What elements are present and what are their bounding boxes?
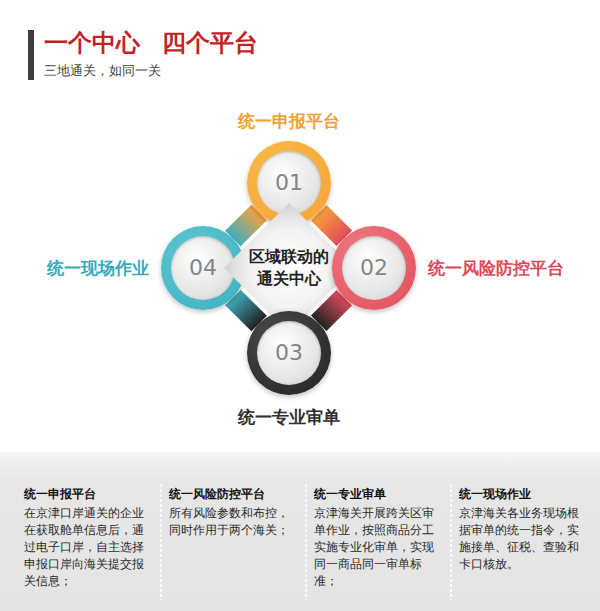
platform-heading: 统一风险防控平台 — [428, 258, 564, 278]
ribbon-connector — [233, 298, 259, 324]
column-body: 所有风险参数和布控，同时作用于两个海关； — [169, 505, 295, 539]
info-column: 统一现场作业京津海关各业务现场根据审单的统一指令，实施接单、征税、查验和卡口核放… — [459, 486, 585, 573]
ribbon-connector — [233, 213, 259, 239]
column-body: 京津海关开展跨关区审单作业，按照商品分工实施专业化审单，实现同一商品同一审单标准… — [314, 505, 440, 590]
column-body: 在京津口岸通关的企业在获取舱单信息后，通过电子口岸，自主选择申报口岸向海关提交报… — [24, 505, 150, 590]
platform-heading: 统一申报平台 — [238, 111, 340, 131]
callout-number: 03 — [275, 342, 303, 364]
platform-circle: 统一风险防控平台02 — [332, 226, 416, 310]
column-body: 京津海关各业务现场根据审单的统一指令，实施接单、征税、查验和卡口核放。 — [459, 505, 585, 573]
column-heading: 统一现场作业 — [459, 486, 585, 503]
title: 一个中心 四个平台 — [44, 29, 258, 58]
title-bar — [28, 30, 34, 80]
column-heading: 统一专业审单 — [314, 486, 440, 503]
info-column: 统一专业审单京津海关开展跨关区审单作业，按照商品分工实施专业化审单，实现同一商品… — [314, 486, 440, 590]
column-heading: 统一风险防控平台 — [169, 486, 295, 503]
ribbon-connector — [319, 213, 345, 239]
info-column: 统一风险防控平台所有风险参数和布控，同时作用于两个海关； — [169, 486, 295, 539]
column-heading: 统一申报平台 — [24, 486, 150, 503]
column-divider — [305, 484, 307, 600]
subtitle: 三地通关，如同一关 — [44, 63, 161, 79]
platform-heading: 统一现场作业 — [47, 258, 149, 278]
column-divider — [450, 484, 452, 600]
callout-number: 04 — [189, 257, 217, 279]
platform-circle: 统一专业审单03 — [247, 311, 331, 395]
column-divider — [160, 484, 162, 600]
callout-number: 01 — [275, 172, 303, 194]
ribbon-connector — [319, 298, 345, 324]
callout-number: 02 — [360, 257, 388, 279]
info-column: 统一申报平台在京津口岸通关的企业在获取舱单信息后，通过电子口岸，自主选择申报口岸… — [24, 486, 150, 590]
center-label: 区域联动的 通关中心 — [247, 246, 331, 290]
platform-heading: 统一专业审单 — [238, 407, 340, 427]
